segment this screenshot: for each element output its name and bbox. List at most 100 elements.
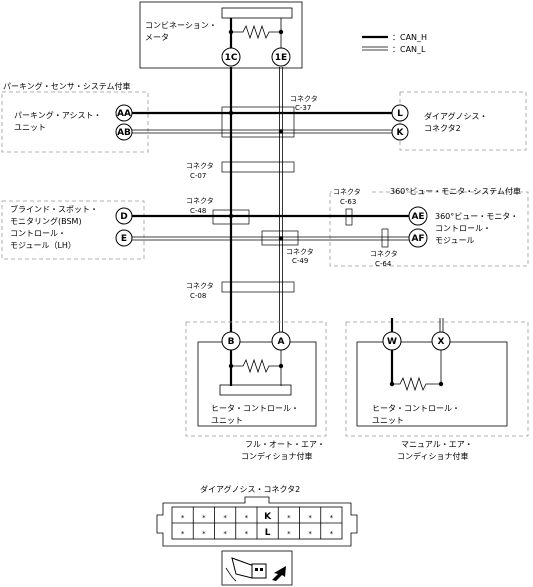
- pin-ae: [408, 206, 428, 226]
- bsm-label-3: コントロール・: [10, 229, 66, 238]
- diag-connector-group: [399, 91, 527, 151]
- parking-unit-label-1: パーキング・アシスト・: [14, 110, 101, 120]
- diag-pin-row1-0: *: [181, 514, 185, 522]
- parking-system-group: [1, 91, 149, 153]
- pin-1c-label: 1C: [225, 53, 238, 63]
- pin-aa: [115, 104, 133, 122]
- pin-x-label: X: [438, 337, 445, 347]
- monitor-label-1: 360°ビュー・モニタ・: [435, 212, 518, 221]
- diag-connector-label-2: コネクタ2: [424, 124, 461, 133]
- c48-label-1: コネクタ: [186, 196, 214, 205]
- diag-pin-row2-0: *: [181, 530, 185, 538]
- monitor-label-2: コントロール・: [435, 224, 491, 233]
- pin-e: [115, 229, 133, 247]
- heater-manual-group: [345, 321, 529, 437]
- c07-label-1: コネクタ: [186, 161, 214, 170]
- c07-label-2: C-07: [190, 172, 206, 180]
- pin-ab-label: AB: [117, 128, 131, 138]
- diag-connector-view: * * * * K * * * * * * * L * * *: [156, 496, 358, 547]
- bsm-label-4: モジュール（LH）: [10, 241, 76, 250]
- pin-b-label: B: [228, 337, 235, 347]
- diag-pin-row1-7: *: [330, 514, 334, 522]
- pin-a: [271, 331, 291, 351]
- diag-view-title: ダイアグノシス・コネクタ2: [200, 484, 300, 494]
- heater-full-label-2: ユニット: [211, 416, 243, 425]
- c49-label-2: C-49: [292, 257, 308, 265]
- diag-pin-row2-1: *: [202, 530, 206, 538]
- legend: ：CAN_H ：CAN_L: [362, 33, 427, 54]
- c63-label-1: コネクタ: [333, 187, 361, 196]
- connector-c37: [221, 106, 295, 138]
- combination-meter: コンビネーション・ メータ: [139, 1, 303, 69]
- diag-pin-row1-4: K: [264, 512, 272, 522]
- connector-c08: [221, 281, 295, 293]
- heater-full-terminal: [219, 384, 292, 396]
- heater-manual-caption-2: コンディショナ付車: [397, 451, 468, 461]
- heater-full-resistor-icon: [231, 358, 281, 374]
- c64-label-2: C-64: [375, 260, 392, 268]
- heater-full-label-1: ヒータ・コントロール・: [211, 404, 299, 413]
- diag-pin-row1-2: *: [223, 514, 227, 522]
- pin-ab: [115, 123, 133, 141]
- parking-unit-label-2: ユニット: [14, 123, 46, 132]
- diag-pin-row2-6: *: [308, 530, 312, 538]
- termination-resistor-icon: [231, 24, 281, 40]
- diag-pin-row2-7: *: [330, 530, 334, 538]
- diag-pin-row1-5: *: [287, 514, 291, 522]
- pin-l-label: L: [397, 109, 403, 119]
- bsm-label-1: ブラインド・スポット・: [10, 204, 98, 214]
- diag-pin-row2-5: *: [287, 530, 291, 538]
- heater-full-group: [185, 321, 327, 437]
- bsm-group: [1, 200, 145, 260]
- pin-d: [115, 207, 133, 225]
- pin-aa-label: AA: [117, 109, 131, 119]
- pin-1e: [271, 47, 291, 67]
- connector-c64: [381, 228, 389, 248]
- c48-label-2: C-48: [190, 207, 206, 215]
- connector-c63: [345, 208, 353, 226]
- pin-k-label: K: [397, 128, 405, 138]
- heater-full-caption-1: フル・オート・エア・: [245, 440, 325, 449]
- diag-pin-row1-3: *: [245, 514, 249, 522]
- heater-manual-caption-1: マニュアル・エア・: [401, 440, 473, 449]
- pin-d-label: D: [120, 212, 127, 222]
- pin-w: [382, 331, 402, 351]
- heater-full-caption-2: コンディショナ付車: [241, 451, 312, 461]
- diag-pin-row2-4: L: [265, 528, 271, 538]
- pin-1e-label: 1E: [275, 53, 287, 63]
- pin-e-label: E: [121, 234, 127, 244]
- pin-w-label: W: [387, 337, 397, 347]
- pin-l: [391, 104, 409, 122]
- c37-label-1: コネクタ: [290, 94, 318, 103]
- heater-full-box: [197, 341, 317, 427]
- pin-a-label: A: [278, 337, 285, 347]
- legend-can-l-label: ：CAN_L: [392, 45, 426, 54]
- diag-pin-row2-2: *: [223, 530, 227, 538]
- c49-label-1: コネクタ: [286, 247, 314, 256]
- c63-label-2: C-63: [340, 198, 356, 206]
- combination-meter-label-1: コンビネーション・: [145, 21, 217, 30]
- heater-manual-label-2: ユニット: [372, 416, 404, 425]
- diag-pin-row1-6: *: [308, 514, 312, 522]
- parking-system-title: パーキング・センサ・システム付車: [3, 81, 131, 91]
- connector-arrow-icon: [221, 550, 293, 586]
- heater-manual-label-1: ヒータ・コントロール・: [372, 404, 460, 413]
- c08-label-2: C-08: [190, 292, 206, 300]
- monitor-label-3: モジュール: [435, 236, 474, 245]
- pin-af-label: AF: [411, 234, 424, 244]
- combination-meter-label-2: メータ: [145, 33, 169, 42]
- diag-connector-label-1: ダイアグノシス・: [424, 111, 487, 121]
- diag-pin-row1-1: *: [202, 514, 206, 522]
- combination-meter-terminal: [221, 7, 293, 19]
- connector-c49: [261, 230, 299, 246]
- pin-ae-label: AE: [411, 212, 424, 222]
- legend-can-h-label: ：CAN_H: [392, 33, 427, 42]
- monitor-system-group: [329, 191, 529, 267]
- combination-meter-box: [139, 1, 303, 69]
- diag-pin-row2-3: *: [245, 530, 249, 538]
- c64-label-1: コネクタ: [370, 249, 398, 258]
- pin-b: [221, 331, 241, 351]
- pin-x: [431, 331, 451, 351]
- pin-1c: [221, 47, 241, 67]
